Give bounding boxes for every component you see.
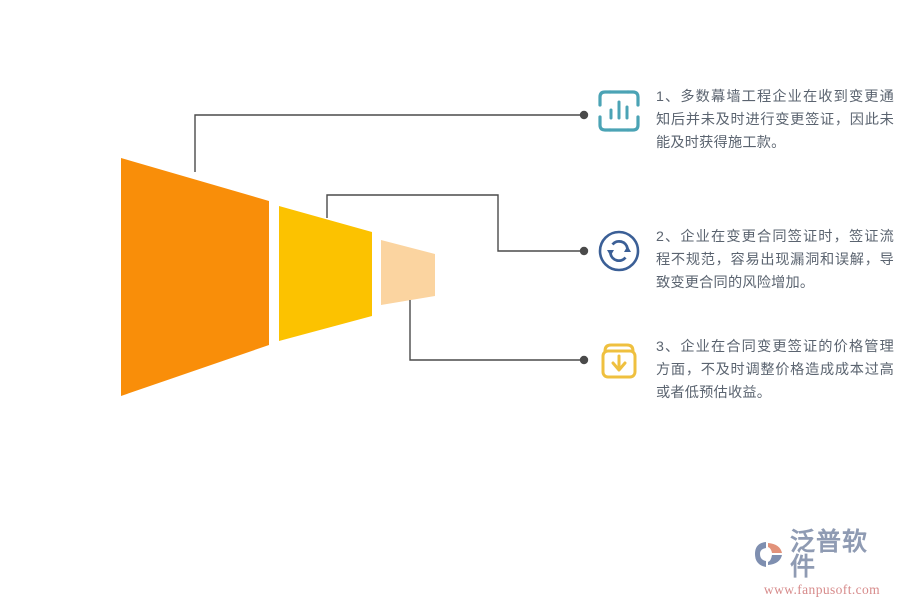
funnel-callout-2: 2、企业在变更合同签证时，签证流程不规范，容易出现漏洞和误解，导致变更合同的风险… (596, 226, 894, 295)
funnel-callout-1: 1、多数幕墙工程企业在收到变更通知后并未及时进行变更签证，因此未能及时获得施工款… (596, 86, 894, 155)
download-box-icon (596, 338, 642, 384)
funnel-callout-3: 3、企业在合同变更签证的价格管理方面，不及时调整价格造成成本过高或者低预估收益。 (596, 336, 894, 405)
logo-top-row: 泛普软件 (752, 529, 892, 579)
logo-brand-text: 泛普软件 (790, 526, 869, 581)
connector-dot-2 (579, 246, 589, 256)
brand-logo: 泛普软件 www.fanpusoft.com (752, 529, 892, 597)
funnel-stage-2 (279, 206, 372, 341)
callout-text-2: 2、企业在变更合同签证时，签证流程不规范，容易出现漏洞和误解，导致变更合同的风险… (656, 229, 894, 291)
callout-text-1: 1、多数幕墙工程企业在收到变更通知后并未及时进行变更签证，因此未能及时获得施工款… (656, 89, 894, 151)
connector-line-1 (194, 114, 584, 172)
logo-url-text: www.fanpusoft.com (763, 581, 881, 597)
connector-line-2 (326, 194, 584, 252)
callout-text-3: 3、企业在合同变更签证的价格管理方面，不及时调整价格造成成本过高或者低预估收益。 (656, 339, 894, 401)
connector-dot-1 (579, 110, 589, 120)
bar-chart-icon (596, 88, 642, 134)
refresh-sync-icon (596, 228, 642, 274)
fanpu-logo-mark-icon (752, 539, 786, 569)
funnel-stage-3 (381, 240, 435, 305)
funnel-stage-1 (121, 158, 269, 396)
connector-dot-3 (579, 355, 589, 365)
connector-line-3 (409, 300, 584, 361)
